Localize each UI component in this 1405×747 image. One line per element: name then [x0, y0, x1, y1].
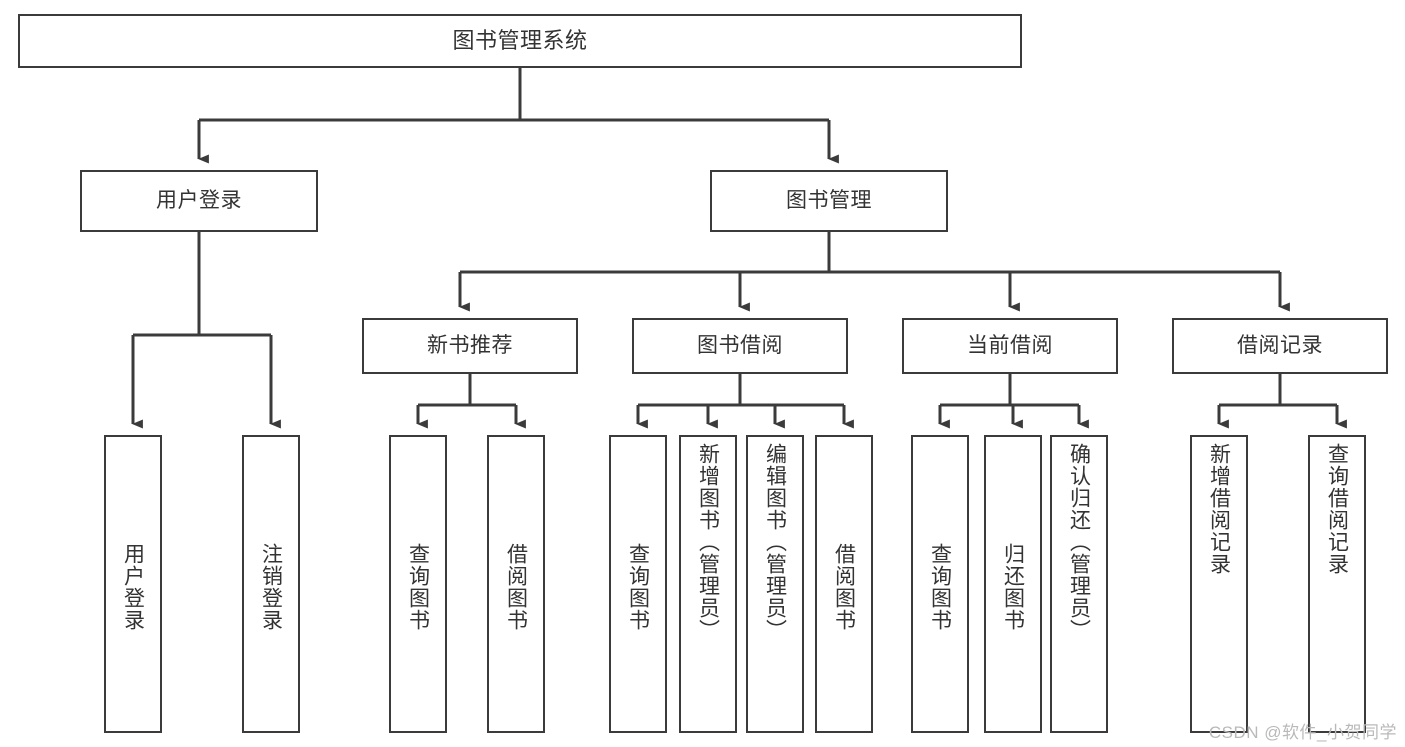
leaf-node-7-label: 编辑图书（管理员） [763, 443, 787, 641]
level3-node-3[interactable]: 当前借阅 [902, 318, 1118, 374]
leaf-node-12-label: 新增借阅记录 [1207, 443, 1231, 575]
leaf-node-12[interactable]: 新增借阅记录 [1190, 435, 1248, 733]
root-node-book-management-system[interactable]: 图书管理系统 [18, 14, 1022, 68]
leaf-node-11-label: 确认归还（管理员） [1067, 443, 1091, 641]
leaf-node-4[interactable]: 借阅图书 [487, 435, 545, 733]
leaf-node-3[interactable]: 查询图书 [389, 435, 447, 733]
level3-node-1-label: 新书推荐 [427, 334, 513, 358]
level2-node-2[interactable]: 图书管理 [710, 170, 948, 232]
leaf-node-8-label: 借阅图书 [832, 543, 856, 631]
leaf-node-11[interactable]: 确认归还（管理员） [1050, 435, 1108, 733]
level3-node-2-label: 图书借阅 [697, 334, 783, 358]
leaf-node-13-label: 查询借阅记录 [1325, 443, 1349, 575]
level3-node-2[interactable]: 图书借阅 [632, 318, 848, 374]
leaf-node-9-label: 查询图书 [928, 543, 952, 631]
leaf-node-2-label: 注销登录 [259, 543, 283, 631]
level2-node-1-label: 用户登录 [156, 189, 242, 213]
leaf-node-10-label: 归还图书 [1001, 543, 1025, 631]
level3-node-4-label: 借阅记录 [1237, 334, 1323, 358]
leaf-node-1[interactable]: 用户登录 [104, 435, 162, 733]
leaf-node-7[interactable]: 编辑图书（管理员） [746, 435, 804, 733]
leaf-node-2[interactable]: 注销登录 [242, 435, 300, 733]
leaf-node-13[interactable]: 查询借阅记录 [1308, 435, 1366, 733]
leaf-node-6-label: 新增图书（管理员） [696, 443, 720, 641]
leaf-node-10[interactable]: 归还图书 [984, 435, 1042, 733]
leaf-node-1-label: 用户登录 [121, 543, 145, 631]
leaf-node-5-label: 查询图书 [626, 543, 650, 631]
level2-node-2-label: 图书管理 [786, 189, 872, 213]
level3-node-4[interactable]: 借阅记录 [1172, 318, 1388, 374]
leaf-node-3-label: 查询图书 [406, 543, 430, 631]
leaf-node-6[interactable]: 新增图书（管理员） [679, 435, 737, 733]
leaf-node-4-label: 借阅图书 [504, 543, 528, 631]
leaf-node-5[interactable]: 查询图书 [609, 435, 667, 733]
level3-node-1[interactable]: 新书推荐 [362, 318, 578, 374]
level2-node-1[interactable]: 用户登录 [80, 170, 318, 232]
level3-node-3-label: 当前借阅 [967, 334, 1053, 358]
root-node-book-management-system-label: 图书管理系统 [452, 27, 588, 53]
leaf-node-9[interactable]: 查询图书 [911, 435, 969, 733]
leaf-node-8[interactable]: 借阅图书 [815, 435, 873, 733]
